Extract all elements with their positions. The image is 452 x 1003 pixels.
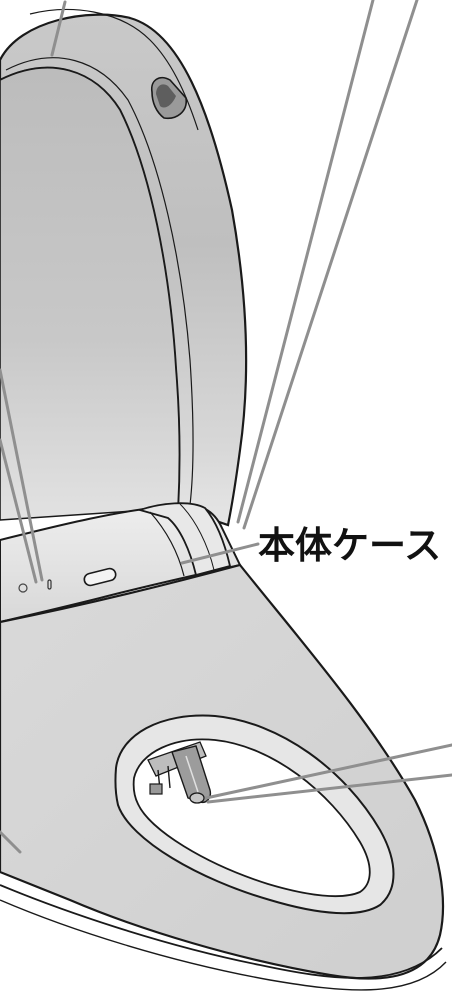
nozzle-tip xyxy=(189,792,205,804)
leader-body-case xyxy=(180,542,260,565)
lid-inner-panel xyxy=(0,67,181,521)
leader-lines xyxy=(0,0,452,854)
seat-edge-2 xyxy=(0,899,447,991)
indicator-circle xyxy=(18,583,28,593)
leader-left-a xyxy=(0,368,44,582)
nozzle-shine xyxy=(185,755,199,793)
sensor-window xyxy=(83,567,117,587)
leader-left-b xyxy=(0,438,38,584)
leader-seat xyxy=(0,830,22,854)
leader-top-b xyxy=(242,0,419,530)
hinge-seam xyxy=(149,511,185,577)
leader-nozzle-b xyxy=(206,773,452,804)
hinge-seam-2 xyxy=(179,503,215,571)
leader-top-a xyxy=(236,0,375,524)
lid-top-rim xyxy=(29,9,199,131)
indicator-slit xyxy=(47,579,52,590)
lid-bumper-shade xyxy=(156,84,176,108)
leader-lid xyxy=(50,0,67,57)
seat-edge xyxy=(0,884,443,979)
leader-nozzle-a xyxy=(204,743,452,800)
nozzle-block xyxy=(149,783,163,795)
lid-edge-line xyxy=(5,57,194,506)
label-main-body-case: 本体ケース xyxy=(258,525,441,566)
